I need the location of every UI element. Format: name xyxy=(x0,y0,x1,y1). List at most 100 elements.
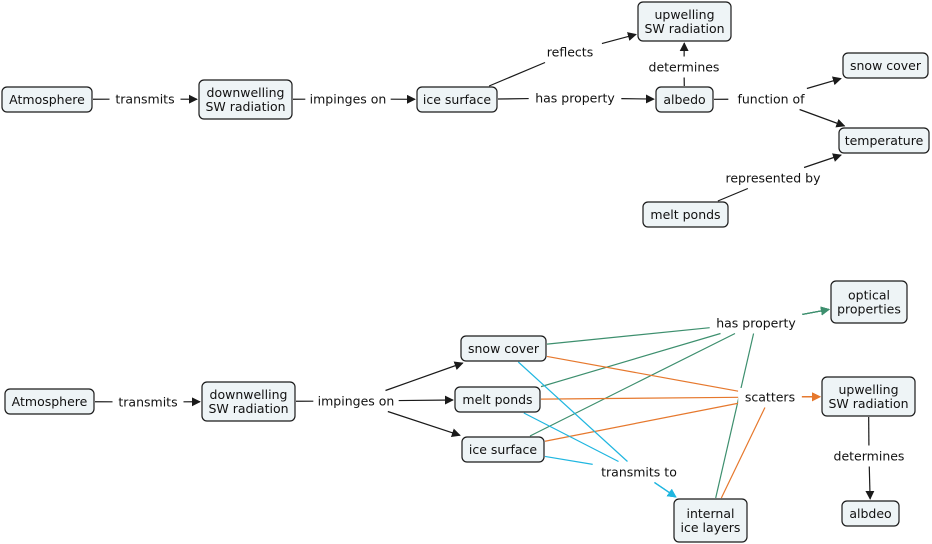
concept-node-t-albedo[interactable]: albedo xyxy=(655,86,714,113)
node-text-t-temperature-0: temperature xyxy=(845,133,924,148)
node-text-b-ice-surface-0: ice surface xyxy=(469,442,538,457)
node-box-b-upwelling xyxy=(821,376,916,417)
edge-arrow-b-impinges-to-b-snow-cover-9 xyxy=(385,361,464,392)
concept-node-b-atmosphere[interactable]: Atmosphere xyxy=(4,388,95,415)
label-bg-b-impinges xyxy=(313,392,399,409)
edge-b-ice-surface-to-b-scatters-label xyxy=(544,402,739,442)
node-text-t-melt-ponds-0: melt ponds xyxy=(650,207,720,222)
node-text-t-downwelling-0: downwelling xyxy=(207,85,285,100)
edge-b-internal-to-b-scatters-label xyxy=(720,407,766,499)
link-label-t-impinges: impinges on xyxy=(310,92,387,107)
node-box-b-atmosphere xyxy=(4,388,95,415)
label-bg-b-determines xyxy=(830,447,908,464)
labels-layer: transmits impinges on has property reflects… xyxy=(109,43,908,480)
node-text-b-optical-1: properties xyxy=(837,302,901,317)
edge-arrow-b-transmits-to-to-b-internal-22 xyxy=(654,482,677,498)
label-bg-b-scatters xyxy=(738,388,802,405)
node-text-b-internal-1: ice layers xyxy=(681,520,741,535)
edge-arrow-b-determines-to-b-albdeo-23 xyxy=(865,466,875,500)
concept-node-t-snow-cover[interactable]: snow cover xyxy=(842,52,929,79)
edge-t-melt-ponds-to-t-represented-by-label xyxy=(717,187,749,202)
label-bg-t-function-of xyxy=(728,90,814,107)
node-text-t-upwelling-1: SW radiation xyxy=(644,21,724,36)
edge-b-ice-surface-to-b-transmits-to-label xyxy=(544,455,593,465)
node-box-t-atmosphere xyxy=(1,86,93,113)
link-label-t-reflects: reflects xyxy=(547,45,593,60)
label-bg-b-transmits xyxy=(112,393,184,410)
edge-b-melt-ponds-to-b-scatters-label xyxy=(540,396,739,400)
node-text-t-ice-surface-0: ice surface xyxy=(423,92,492,107)
node-text-b-optical-0: optical xyxy=(848,288,890,303)
node-box-t-melt-ponds xyxy=(642,201,729,228)
label-bg-t-impinges xyxy=(305,90,391,107)
edge-arrow-t-function-of-to-t-snow-cover-5 xyxy=(806,76,842,90)
link-label-t-has-property: has property xyxy=(535,91,615,106)
concept-node-t-atmosphere[interactable]: Atmosphere xyxy=(1,86,93,113)
concept-node-t-melt-ponds[interactable]: melt ponds xyxy=(642,201,729,228)
node-box-b-melt-ponds xyxy=(454,386,541,413)
node-text-b-albdeo-0: albdeo xyxy=(849,506,891,521)
label-bg-t-determines xyxy=(645,58,723,75)
node-text-t-upwelling-0: upwelling xyxy=(654,7,714,22)
link-label-b-transmits: transmits xyxy=(118,395,177,410)
link-label-t-determines: determines xyxy=(649,60,720,75)
node-box-b-internal xyxy=(673,498,748,543)
concept-node-b-snow-cover[interactable]: snow cover xyxy=(460,335,547,362)
edge-t-ice-surface-to-t-reflects-label xyxy=(488,61,546,87)
edge-arrow-b-impinges-to-b-melt-ponds-10 xyxy=(398,395,454,405)
edge-b-melt-ponds-to-b-transmits-to-label xyxy=(523,412,619,463)
node-box-t-temperature xyxy=(838,127,930,154)
node-text-b-internal-0: internal xyxy=(687,506,735,521)
node-text-t-atmosphere-0: Atmosphere xyxy=(9,92,85,107)
node-text-b-upwelling-0: upwelling xyxy=(838,382,898,397)
node-text-b-snow-cover-0: snow cover xyxy=(468,341,540,356)
node-box-b-optical xyxy=(830,280,908,324)
concept-node-b-ice-surface[interactable]: ice surface xyxy=(461,436,545,463)
node-text-t-albedo-0: albedo xyxy=(663,92,705,107)
edge-b-snow-cover-to-b-transmits-to-label xyxy=(517,361,628,462)
edge-arrow-b-impinges-to-b-ice-surface-11 xyxy=(387,410,461,438)
concept-node-t-temperature[interactable]: temperature xyxy=(838,127,930,154)
edge-b-melt-ponds-to-b-has-property-label xyxy=(540,332,721,388)
link-label-b-has-property: has property xyxy=(716,316,796,331)
node-box-b-snow-cover xyxy=(460,335,547,362)
node-box-t-snow-cover xyxy=(842,52,929,79)
label-bg-b-has-property xyxy=(709,314,803,331)
label-bg-t-reflects xyxy=(538,43,602,60)
edge-arrow-t-function-of-to-t-temperature-6 xyxy=(799,108,846,128)
node-box-t-ice-surface xyxy=(416,86,498,113)
concept-node-b-albdeo[interactable]: albdeo xyxy=(841,500,900,527)
node-text-b-downwelling-0: downwelling xyxy=(210,387,288,402)
link-label-b-transmits-to: transmits to xyxy=(601,465,677,480)
link-label-t-represented-by: represented by xyxy=(725,171,821,186)
node-box-t-downwelling xyxy=(198,79,293,120)
label-bg-t-transmits xyxy=(109,90,181,107)
label-bg-b-transmits-to xyxy=(592,463,686,480)
edges-layer xyxy=(92,32,875,500)
link-label-b-scatters: scatters xyxy=(745,390,795,405)
link-label-t-function-of: function of xyxy=(737,92,805,107)
link-label-b-determines: determines xyxy=(834,449,905,464)
link-label-t-transmits: transmits xyxy=(115,92,174,107)
node-box-b-ice-surface xyxy=(461,436,545,463)
concept-node-t-ice-surface[interactable]: ice surface xyxy=(416,86,498,113)
edge-arrow-b-has-property-to-b-optical-15 xyxy=(802,306,830,316)
edge-arrow-t-reflects-to-t-upwelling-3 xyxy=(601,32,637,45)
node-text-b-melt-ponds-0: melt ponds xyxy=(462,392,532,407)
edge-b-internal-to-b-has-property-label xyxy=(715,333,755,499)
edge-arrow-t-represented-by-to-t-temperature-7 xyxy=(803,153,842,169)
edge-b-snow-cover-to-b-scatters-label xyxy=(546,355,739,392)
edge-b-snow-cover-to-b-has-property-label xyxy=(546,327,710,345)
concept-node-b-melt-ponds[interactable]: melt ponds xyxy=(454,386,541,413)
node-box-t-albedo xyxy=(655,86,714,113)
node-box-b-albdeo xyxy=(841,500,900,527)
node-text-t-downwelling-1: SW radiation xyxy=(205,99,285,114)
